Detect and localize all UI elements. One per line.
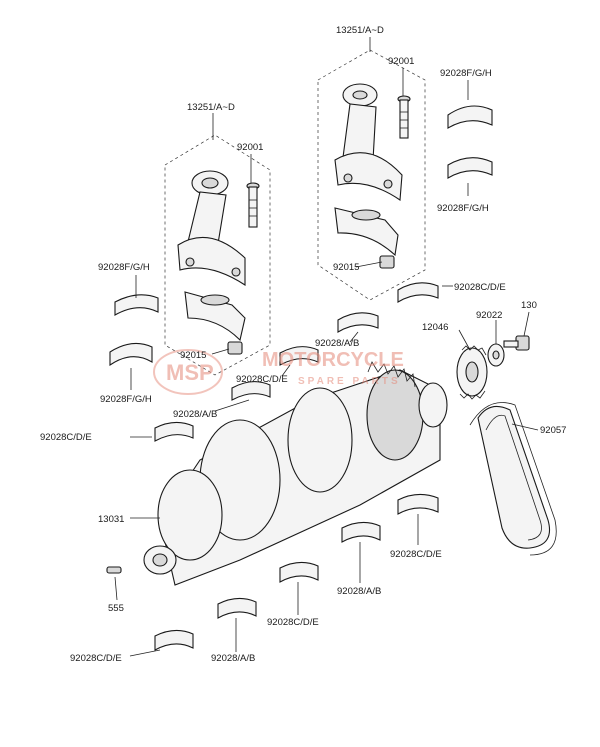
label-crankshaft: 13031 bbox=[98, 514, 124, 525]
watermark-line2: SPARE PARTS bbox=[298, 376, 401, 387]
label-bearing-fgh-left-1: 92028F/G/H bbox=[98, 262, 150, 273]
label-bearing-fgh-top-2: 92028F/G/H bbox=[437, 203, 489, 214]
sprocket-gear bbox=[456, 345, 488, 400]
conrod-cap-left bbox=[184, 291, 246, 342]
cam-chain bbox=[469, 402, 557, 556]
label-bearing-ab-lower-mid: 92028/A/B bbox=[337, 586, 381, 597]
watermark: MSP MOTORCYCLE SPARE PARTS bbox=[153, 349, 404, 395]
label-bearing-cde-bottom: 92028C/D/E bbox=[70, 653, 122, 664]
watermark-logo: MSP bbox=[166, 360, 214, 385]
label-pin: 555 bbox=[108, 603, 124, 614]
conrod-bolt-left bbox=[246, 182, 260, 228]
conrod-cap-right bbox=[334, 207, 399, 257]
connecting-rod-left bbox=[177, 170, 246, 287]
conrod-bolt-right bbox=[397, 95, 411, 139]
conrod-nut-right bbox=[379, 255, 395, 269]
label-nut-right: 92015 bbox=[333, 262, 359, 273]
label-nut-left: 92015 bbox=[180, 350, 206, 361]
bearing-shells bbox=[109, 105, 493, 651]
label-bolt-left: 92001 bbox=[237, 142, 263, 153]
label-bearing-cde-lower-mid: 92028C/D/E bbox=[267, 617, 319, 628]
label-bearing-cde-upper-right: 92028C/D/E bbox=[454, 282, 506, 293]
watermark-line1: MOTORCYCLE bbox=[262, 349, 404, 371]
label-bolt-right: 92001 bbox=[388, 56, 414, 67]
bolt-130 bbox=[503, 335, 530, 351]
label-bearing-cde-lower-right: 92028C/D/E bbox=[390, 549, 442, 560]
label-bearing-cde-left: 92028C/D/E bbox=[40, 432, 92, 443]
label-bearing-ab-left-mid: 92028/A/B bbox=[173, 409, 217, 420]
connecting-rod-right bbox=[334, 83, 403, 201]
label-conrod-assembly-left: 13251/A~D bbox=[187, 102, 235, 113]
label-washer: 92022 bbox=[476, 310, 502, 321]
crankshaft bbox=[143, 361, 448, 586]
conrod-nut-left bbox=[227, 341, 243, 355]
label-gear: 12046 bbox=[422, 322, 448, 333]
part-labels: 13251/A~D 13251/A~D 92001 92001 92015 92… bbox=[40, 25, 566, 664]
label-chain: 92057 bbox=[540, 425, 566, 436]
label-bearing-ab-upper-mid: 92028/A/B bbox=[315, 338, 359, 349]
dowel-pin bbox=[106, 566, 122, 574]
washer bbox=[487, 343, 505, 367]
leader-lines bbox=[114, 37, 539, 657]
label-bearing-fgh-top-1: 92028F/G/H bbox=[440, 68, 492, 79]
label-conrod-assembly-right: 13251/A~D bbox=[336, 25, 384, 36]
label-bearing-ab-bottom: 92028/A/B bbox=[211, 653, 255, 664]
label-bearing-cde-mid: 92028C/D/E bbox=[236, 374, 288, 385]
label-bearing-fgh-left-2: 92028F/G/H bbox=[100, 394, 152, 405]
label-bolt-130: 130 bbox=[521, 300, 537, 311]
